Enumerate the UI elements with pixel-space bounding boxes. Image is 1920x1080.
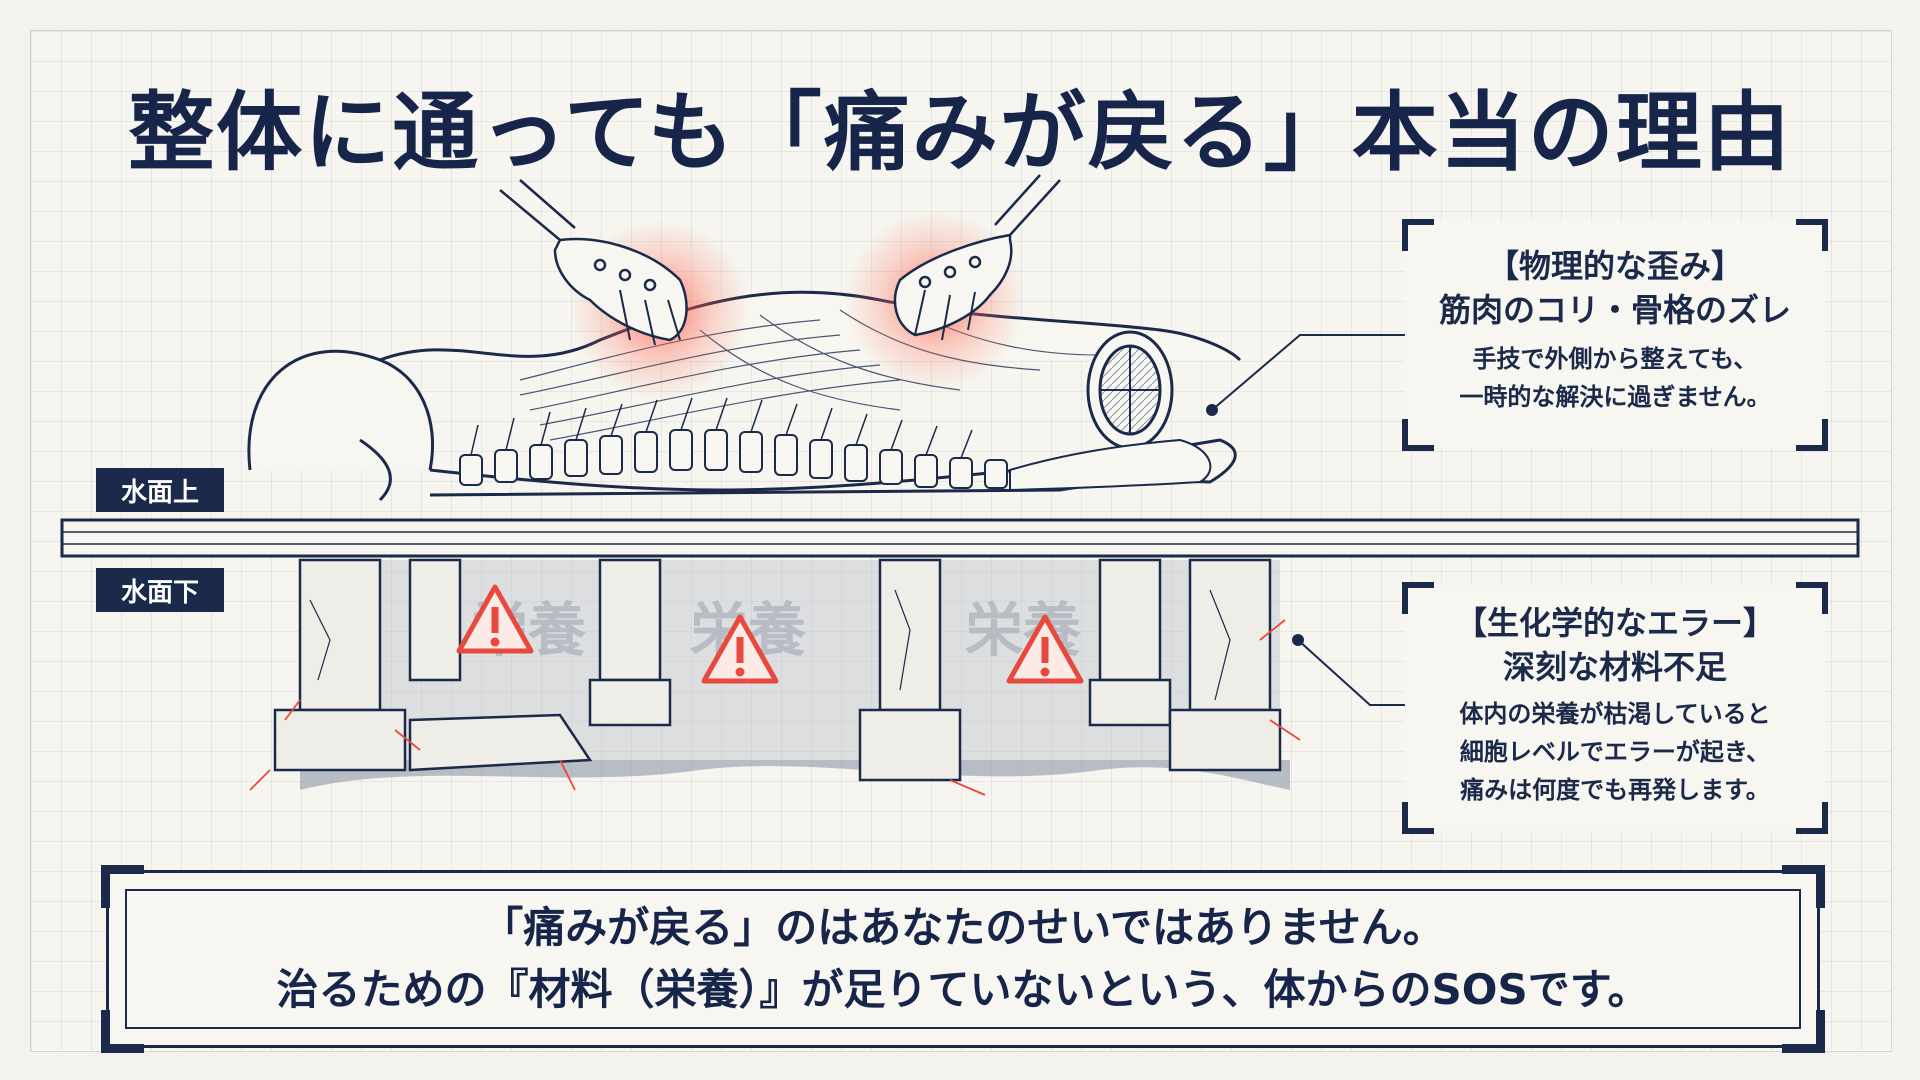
conclusion-line-1: 「痛みが戻る」のはあなたのせいではありません。 [481, 903, 1445, 952]
foundation-pillars [249, 558, 1301, 796]
nutrition-watermark: 栄養 栄養 栄養 [470, 596, 1081, 664]
conclusion-box: 「痛みが戻る」のはあなたのせいではありません。 治るための『材料（栄養）』が足り… [101, 865, 1825, 1053]
panel-biochemical-body-1: 体内の栄養が枯渇していると [1459, 700, 1771, 728]
panel-biochemical-heading: 【生化学的なエラー】 [1454, 604, 1775, 642]
page-title: 整体に通っても「痛みが戻る」本当の理由 [128, 83, 1792, 183]
warning-icon [456, 584, 1084, 684]
pillar-icon [273, 558, 1282, 782]
waterline [60, 518, 1860, 558]
panel-biochemical-subheading: 深刻な材料不足 [1502, 648, 1727, 686]
panel-physical-body-2: 一時的な解決に過ぎません。 [1459, 383, 1771, 411]
panel-biochemical-body-3: 痛みは何度でも再発します。 [1460, 776, 1770, 804]
connector-bottom [1292, 634, 1405, 706]
conclusion-line-2: 治るための『材料（栄養）』が足りていないという、体からのSOSです。 [276, 965, 1650, 1014]
panel-biochemical-body-2: 細胞レベルでエラーが起き、 [1459, 738, 1771, 766]
label-above-water: 水面上 [96, 468, 224, 512]
panel-physical: 【物理的な歪み】 筋肉のコリ・骨格のズレ 手技で外側から整えても、 一時的な解決… [1402, 219, 1828, 451]
spine-icon [459, 429, 1212, 492]
label-below-water: 水面下 [96, 568, 224, 612]
panel-biochemical: 【生化学的なエラー】 深刻な材料不足 体内の栄養が枯渇していると 細胞レベルでエ… [1402, 582, 1828, 834]
panel-physical-subheading: 筋肉のコリ・骨格のズレ [1438, 291, 1791, 329]
connector-top [1206, 334, 1405, 416]
hand-icon [499, 174, 1061, 346]
panel-physical-heading: 【物理的な歪み】 [1486, 247, 1743, 285]
panel-physical-body-1: 手技で外側から整えても、 [1472, 345, 1758, 373]
